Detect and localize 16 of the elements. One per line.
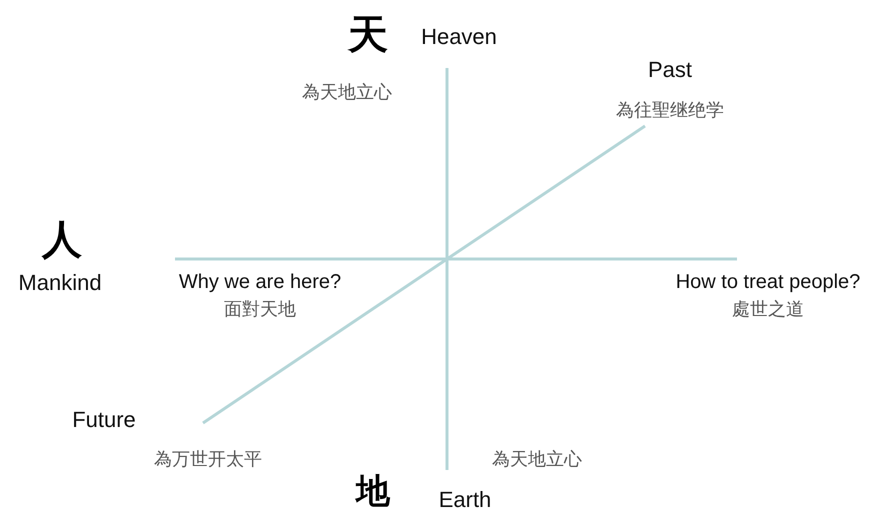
motto-text: 為往聖继绝学 [616,101,724,121]
motto-text: 處世之道 [732,300,804,320]
axis-label: Past [648,58,692,82]
axis-label: Earth [438,488,492,512]
motto-text: 面對天地 [224,300,296,320]
axis-label: Heaven [421,24,497,50]
axis-label: Why we are here? [178,271,342,293]
motto-text: 為天地立心 [492,450,582,470]
calligraphy-character: 人 [42,218,82,262]
motto-text: 為天地立心 [302,83,392,103]
axis-label: Future [72,408,136,432]
axis-label: Mankind [18,270,102,296]
axis-label: How to treat people? [676,271,860,293]
motto-text: 為万世开太平 [154,450,262,470]
calligraphy-character: 天 [348,13,388,57]
calligraphy-character: 地 [356,473,390,511]
